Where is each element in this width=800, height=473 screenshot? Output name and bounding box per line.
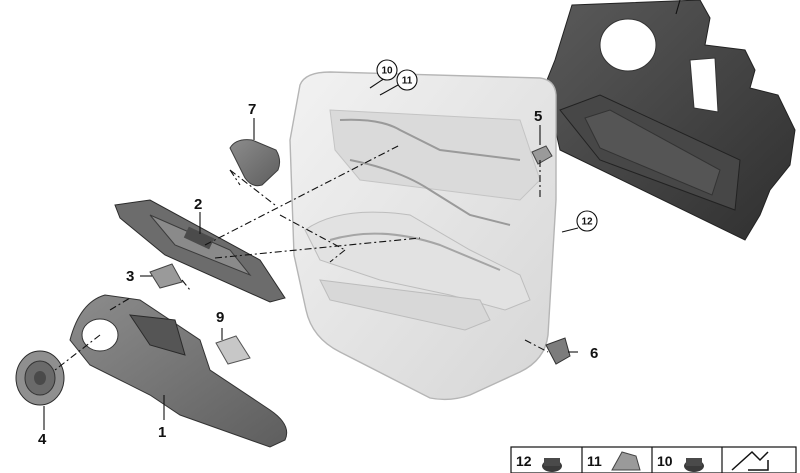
callout-7: 7 [248,101,256,118]
legend-item-11: 11 [587,451,641,471]
parts-legend-strip: 12 11 10 [510,446,797,473]
legend-item-12: 12 [516,453,562,472]
callout-4: 4 [38,431,47,448]
callout-1: 1 [158,424,166,441]
part-7-trim-cover [229,139,281,187]
door-trim-panel [289,71,557,401]
part-3-clip [149,263,183,289]
callout-10: 10 [376,59,398,81]
svg-text:12: 12 [516,453,532,469]
svg-text:11: 11 [587,453,602,469]
leader-lines [43,0,681,430]
part-1-armrest-carrier [69,294,288,448]
assembly-lines [54,144,549,371]
arrow-symbol-icon [731,450,769,471]
callout-3: 3 [126,268,134,285]
part-2-switch-bezel [114,199,286,303]
callout-9: 9 [216,309,224,326]
svg-text:10: 10 [381,66,393,77]
insulation-panel [544,0,796,241]
callout-11: 11 [396,69,418,91]
svg-text:12: 12 [581,217,593,228]
svg-text:11: 11 [402,76,413,87]
svg-text:10: 10 [657,453,673,469]
part-6-cover [545,337,571,365]
callout-2: 2 [194,196,202,213]
callout-5: 5 [534,108,542,125]
part-4-loudspeaker [15,350,65,406]
callout-6: 6 [590,345,598,362]
part-5-clip [531,145,553,165]
callout-12: 12 [576,210,598,232]
part-9-cover [215,335,251,365]
legend-item-10: 10 [657,453,704,472]
